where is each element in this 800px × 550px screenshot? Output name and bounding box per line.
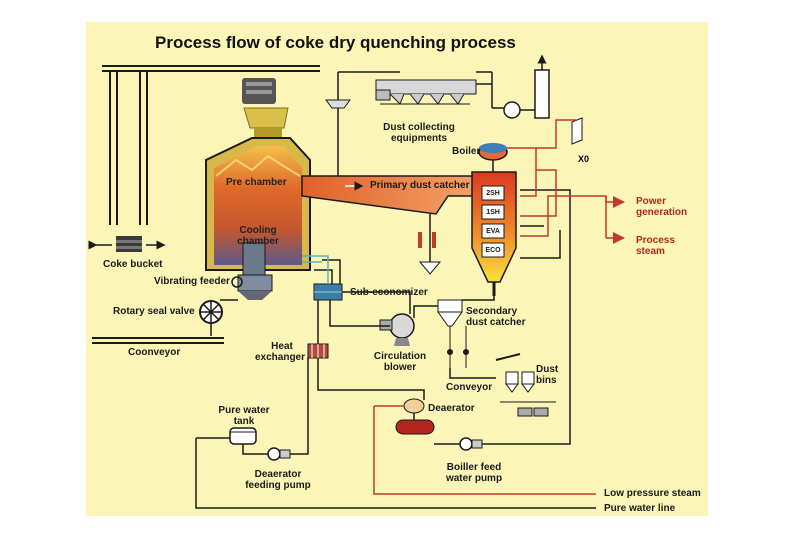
rotary-seal-valve-icon bbox=[199, 276, 243, 336]
heat-exchanger-label-line1: Heat bbox=[271, 341, 293, 352]
secondary-dust-catcher-label-line2: dust catcher bbox=[466, 317, 526, 328]
circulation-blower-label-line2: blower bbox=[383, 362, 417, 373]
dust-collecting-equipment-icon bbox=[325, 54, 550, 176]
cooling-chamber-label-line1: Cooling bbox=[239, 225, 277, 236]
rotary-seal-valve-label: Rotary seal valve bbox=[113, 306, 195, 317]
conveyor-left-icon bbox=[92, 337, 224, 344]
deaerator-label: Deaerator bbox=[428, 403, 475, 414]
black-pipelines bbox=[195, 189, 596, 509]
pre-chamber-label: Pre chamber bbox=[226, 177, 287, 188]
low-pressure-steam-label: Low pressure steam bbox=[604, 488, 701, 499]
dust-collecting-label-line1: Dust collecting bbox=[383, 122, 455, 133]
coke-bucket-icon bbox=[88, 236, 166, 252]
page-title: Process flow of coke dry quenching proce… bbox=[155, 33, 516, 52]
deaerator-feeding-pump-label-line1: Deaerator bbox=[254, 469, 302, 480]
vibrating-feeder-label: Vibrating feeder bbox=[154, 276, 230, 287]
teal-water-lines bbox=[302, 255, 329, 284]
process-steam-label-line2: steam bbox=[636, 246, 665, 257]
boiler-section-2sh: 2SH bbox=[486, 190, 500, 197]
quenching-chamber bbox=[205, 137, 311, 300]
sub-economizer-icon bbox=[313, 283, 343, 301]
secondary-dust-catcher-icon bbox=[437, 299, 469, 368]
pure-water-tank-label-line1: Pure water bbox=[218, 405, 270, 416]
heat-exchanger-label-line2: exchanger bbox=[254, 352, 306, 363]
deaerator-icon bbox=[395, 398, 435, 435]
boiler-label: Boiler bbox=[452, 146, 481, 157]
primary-dust-catcher-label: Primary dust catcher bbox=[370, 180, 470, 191]
dust-bins-label-line2: bins bbox=[536, 375, 557, 386]
dust-bins-icon bbox=[495, 353, 556, 417]
crane-structure bbox=[102, 65, 320, 225]
power-generation-label-line2: generation bbox=[636, 207, 688, 218]
heat-exchanger-icon bbox=[307, 343, 329, 359]
boiler-section-eva: EVA bbox=[486, 228, 500, 235]
secondary-dust-catcher-label-line1: Secondary bbox=[466, 306, 518, 317]
boiler-feed-water-pump-icon bbox=[459, 437, 483, 451]
boiler-feed-pump-label-line1: Boiller feed bbox=[446, 462, 502, 473]
deaerator-feeding-pump-label-line2: feeding pump bbox=[245, 480, 311, 491]
pure-water-tank-icon bbox=[229, 427, 257, 445]
charging-device-icon bbox=[242, 78, 289, 138]
power-generation-label-line1: Power bbox=[636, 196, 667, 207]
boiler-feed-pump-label-line2: water pump bbox=[445, 473, 503, 484]
conveyor-right-label: Conveyor bbox=[446, 382, 493, 393]
circulation-blower-label-line1: Circulation bbox=[373, 351, 427, 362]
dust-bins-label-line1: Dust bbox=[536, 364, 559, 375]
pure-water-line-label: Pure water line bbox=[604, 503, 676, 514]
circulation-blower-icon bbox=[379, 313, 415, 346]
boiler-section-eco: ECO bbox=[485, 247, 501, 254]
cooling-chamber-label-line2: chamber bbox=[237, 236, 279, 247]
pure-water-tank-label-line2: tank bbox=[233, 416, 255, 427]
boiler-section-boxes bbox=[481, 185, 505, 258]
conveyor-left-label: Coonveyor bbox=[128, 347, 181, 358]
deaerator-feeding-pump-icon bbox=[267, 447, 291, 461]
sub-economizer-label: Sub-economizer bbox=[350, 287, 428, 298]
turbine-icon: X0 bbox=[571, 117, 589, 164]
svg-text:X0: X0 bbox=[578, 154, 589, 164]
boiler-section-1sh: 1SH bbox=[486, 209, 500, 216]
process-steam-label-line1: Process bbox=[636, 235, 675, 246]
red-steam-pipelines bbox=[373, 119, 625, 495]
coke-bucket-label: Coke bucket bbox=[103, 259, 163, 270]
dust-collecting-label-line2: equipments bbox=[390, 133, 448, 144]
